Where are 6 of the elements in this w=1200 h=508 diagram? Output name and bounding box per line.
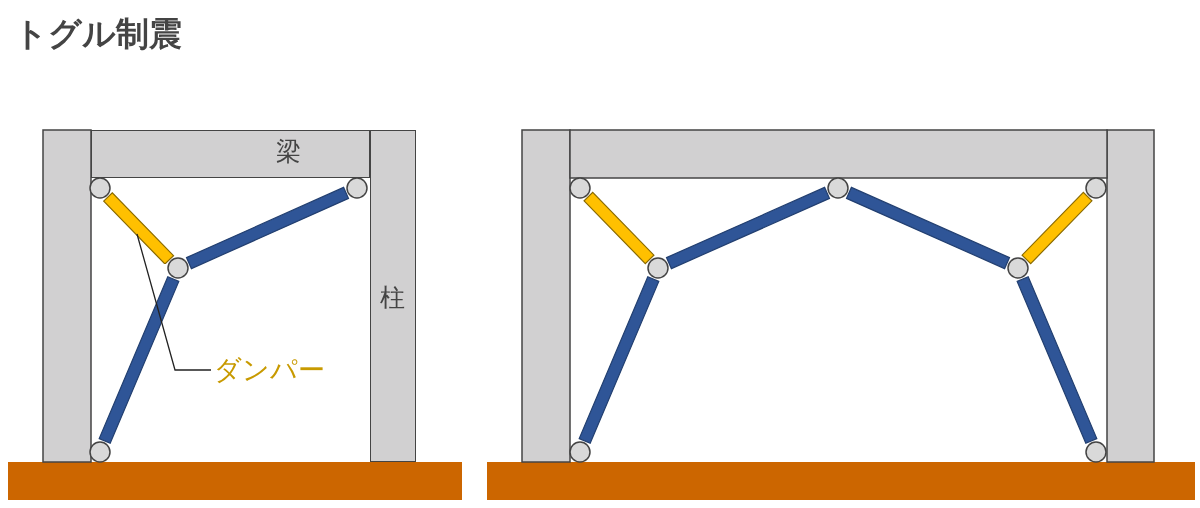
beam: 梁 bbox=[91, 130, 370, 178]
damper-label: ダンパー bbox=[214, 350, 325, 390]
title: トグル制震 bbox=[14, 13, 182, 55]
damper-bar bbox=[103, 191, 175, 265]
column: 柱 bbox=[370, 130, 416, 462]
leader-line bbox=[136, 233, 212, 371]
